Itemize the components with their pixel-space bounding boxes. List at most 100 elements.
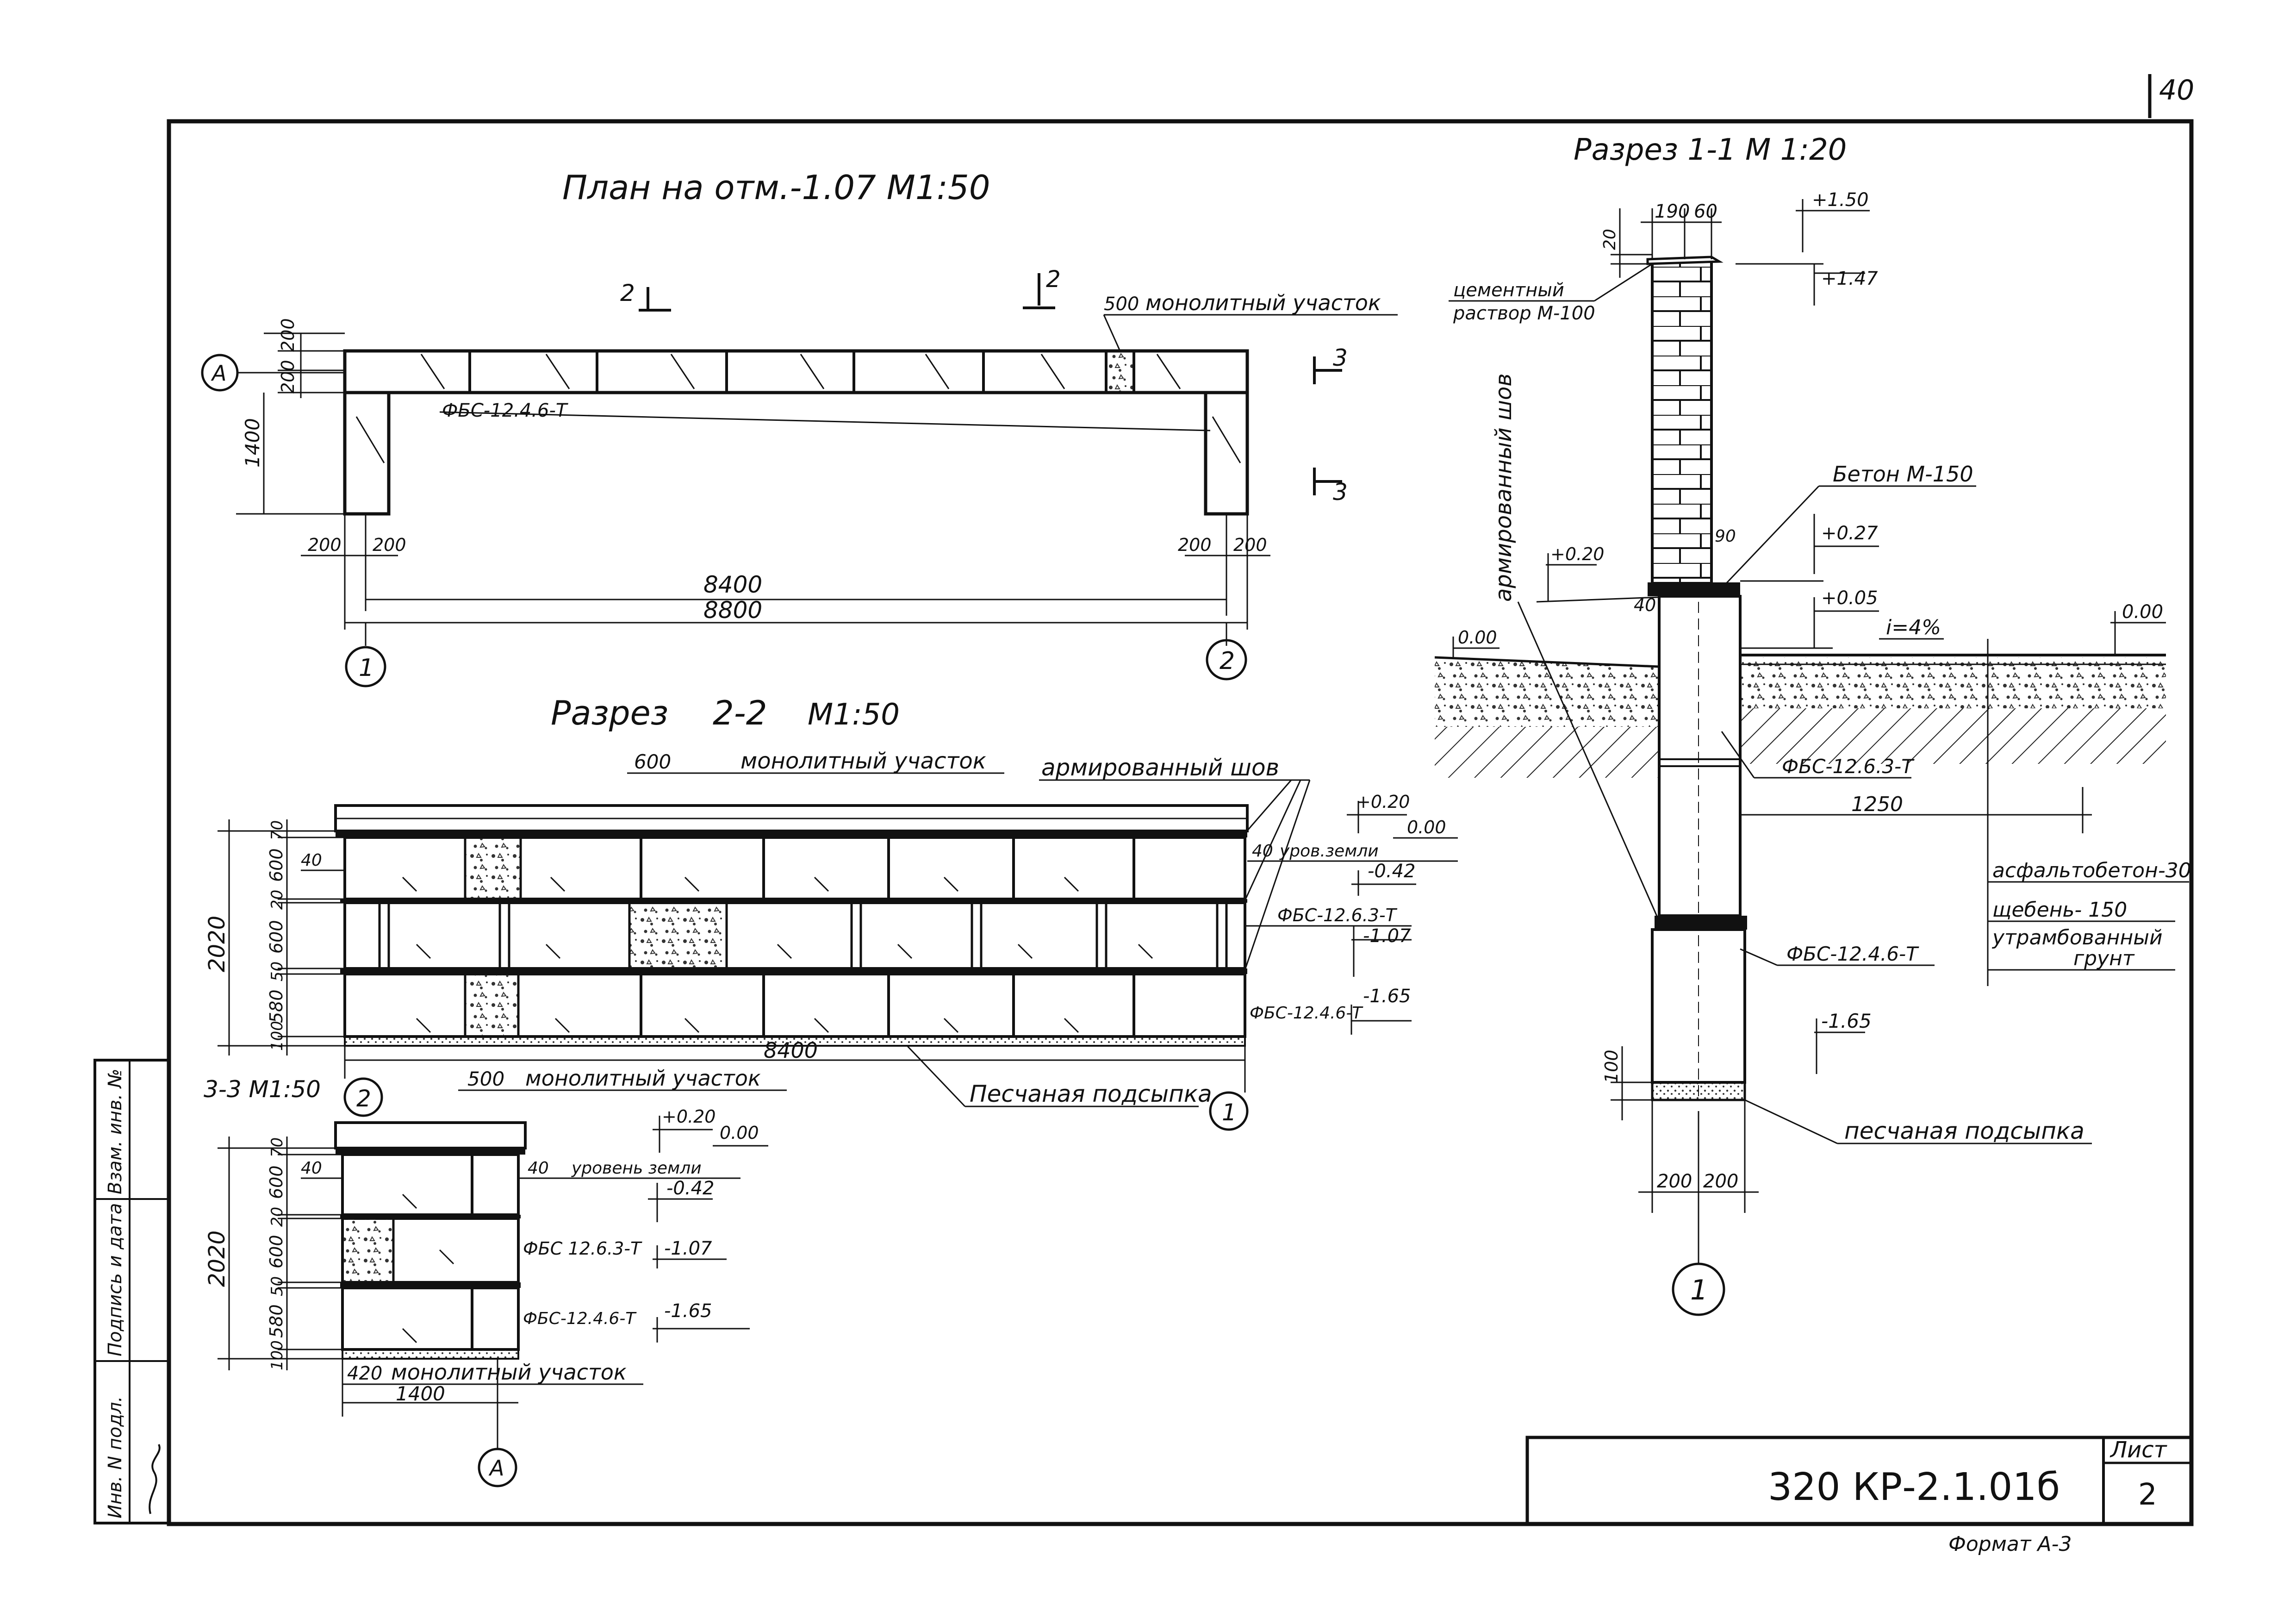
s33-dim-40-left: 40 [301,1159,322,1178]
s33-monolith-dim: 500 [467,1068,504,1090]
s22-dim-600b: 600 [266,920,286,954]
s22-ground-label: уров.земли [1279,842,1379,861]
s33-monolith-label: монолитный участок [525,1066,761,1091]
s11-concrete-label: Бетон М-150 [1833,462,1973,487]
s22-dim-70: 70 [268,820,286,840]
s11-mortar-line1: цементный [1453,280,1564,301]
stamp-vzam-inv: Взам. инв. № [105,1068,126,1194]
s33-row-lower [341,1287,520,1351]
s33-bottom-label: монолитный участок [391,1360,627,1385]
s11-sand-label: песчаная подсыпка [1844,1118,2084,1144]
s22-dim-580: 580 [266,989,286,1023]
sheet-number: 2 [2138,1478,2157,1512]
plan-title: План на отм.-1.07 М1:50 [562,168,990,207]
plan-axis-2: 2 [1220,647,1235,675]
plan-axis-a: А [211,361,226,386]
s22-dim-2020: 2020 [204,916,230,972]
s22-dim-100: 100 [268,1021,286,1051]
s11-dim-100: 100 [1601,1049,1622,1083]
s11-layer1: асфальтобетон-30 [1992,859,2191,882]
s22-sand-bed [344,1036,1246,1047]
s11-rebar-vertical: армированный шов [1491,373,1517,602]
s33-title: 3-3 М1:50 [204,1076,321,1103]
s33-lvl-p020: +0.20 [662,1106,716,1127]
s33-lvl-000: 0.00 [720,1123,759,1143]
plan-dim-1400: 1400 [241,418,264,468]
s33-monolith [341,1217,395,1284]
sheet-frame: 40 Инв. N подл. Подпись и дата Взам. инв… [93,74,2194,1556]
s22-row-middle [343,901,1246,970]
s22-lvl-m042: -0.42 [1368,861,1416,882]
s33-axis-a: А [488,1455,504,1480]
section-2-2: Разрез 2-2 М1:50 600 монолитный участок … [204,693,1458,1131]
sheet-label: Лист [2109,1437,2168,1463]
s33-bottom-dim: 420 [347,1363,382,1384]
s11-dim-40: 40 [1634,595,1656,615]
s22-title-scale: М1:50 [808,698,900,732]
s11-layer3b: грунт [2073,947,2135,970]
document-code: 320 КР-2.1.01б [1768,1465,2060,1509]
s11-mortar-line2: раствор М-100 [1453,303,1595,324]
s11-axis-1-circle [1672,1262,1725,1316]
s22-axis-1: 1 [1222,1099,1237,1126]
s22-monolith-middle [628,901,728,970]
s33-dim-2020: 2020 [204,1230,230,1287]
s22-dim-8400: 8400 [764,1038,818,1063]
s11-title: Разрез 1-1 М 1:20 [1574,133,1847,167]
page-corner-number: 40 [2159,74,2194,106]
plan-cut3-bottom: 3 [1333,479,1348,506]
s33-row-upper [341,1153,520,1216]
plan-dim-200-l1: 200 [308,535,342,555]
s33-dim-580: 580 [266,1304,286,1338]
plan-axis-1-circle [345,646,386,687]
s33-cap [334,1121,527,1149]
stamp-signature [149,1444,161,1514]
s11-dim-60: 60 [1694,201,1717,222]
plan-view: План на отм.-1.07 М1:50 ФБС-12.4.6-Т 500… [201,168,1398,687]
s11-lvl-p150: +1.50 [1812,189,1869,211]
plan-wall-right [1204,391,1249,516]
plan-dim-200-r1: 200 [1178,535,1212,555]
s11-slope: i=4% [1886,616,1941,639]
plan-dim-200-top: 200 [278,318,298,352]
stamp-inv-podl: Инв. N подл. [105,1396,126,1518]
plan-axis-1: 1 [359,654,374,682]
s22-sand-label: Песчаная подсыпка [970,1081,1212,1107]
s33-block-upper: ФБС 12.6.3-Т [523,1238,642,1259]
s11-block-upper [1658,595,1742,917]
s11-lvl-000-right: 0.00 [2122,601,2163,623]
s22-axis-1-circle [1209,1091,1249,1131]
s11-axis-1: 1 [1690,1274,1708,1306]
s11-lvl-000-left: 0.00 [1458,627,1497,648]
s11-layer2: щебень- 150 [1992,898,2127,922]
s11-dim-90: 90 [1715,527,1736,546]
plan-cut2-left: 2 [620,280,635,306]
s22-title-num: 2-2 [713,693,767,732]
s11-block-lower-label: ФБС-12.4.6-Т [1786,943,1919,965]
s33-dim-20: 20 [268,1207,286,1227]
s33-lvl-m165: -1.65 [664,1300,712,1322]
s11-lvl-p147: +1.47 [1821,268,1878,289]
plan-wall-long [343,349,1249,394]
s22-dim-50: 50 [268,962,286,981]
s33-dim-600b: 600 [266,1235,286,1268]
plan-wall-left [343,391,391,516]
s22-block-lower: ФБС-12.4.6-Т [1250,1004,1363,1023]
s22-monolith-upper [464,836,522,900]
s22-dim-600a: 600 [266,848,286,882]
s22-monolith-lower [464,973,520,1038]
s22-title-word: Разрез [551,693,668,732]
plan-block-label: ФБС-12.4.6-Т [442,400,569,421]
plan-dim-8800: 8800 [703,597,762,624]
s22-monolith-dim: 600 [634,750,671,773]
plan-cut2-right: 2 [1046,266,1061,293]
s22-axis-2: 2 [356,1085,371,1112]
s11-dim-190: 190 [1655,201,1690,222]
s11-concrete-band [1648,582,1740,596]
s33-dim-40-right: 40 [528,1159,549,1178]
s33-block-lower: ФБС-12.4.6-Т [523,1309,637,1328]
plan-axis-2-circle [1206,639,1247,681]
section-1-1: Разрез 1-1 М 1:20 190 60 20 [1434,133,2191,1316]
s22-rebar-seam-top [336,831,1247,837]
